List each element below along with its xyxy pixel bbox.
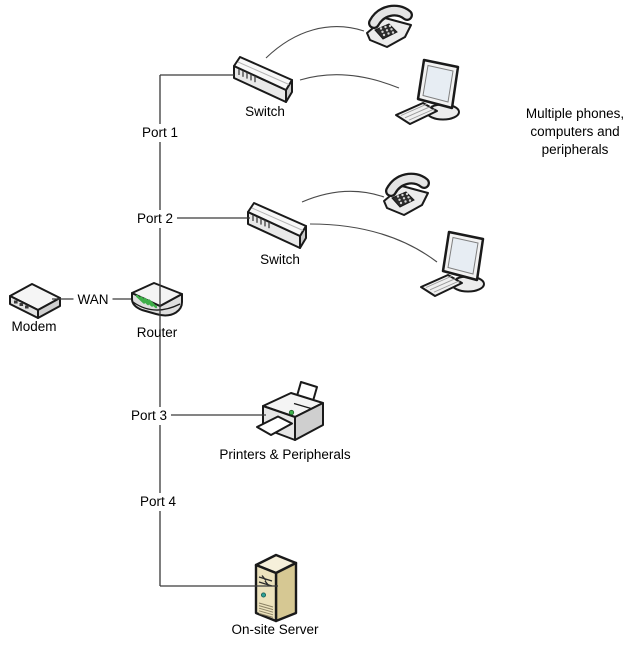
port3-label: Port 3	[126, 407, 172, 425]
link-switchtop-computer	[299, 74, 400, 89]
desk-phone-icon-mid	[383, 172, 430, 216]
port4-label: Port 4	[135, 493, 181, 511]
link-switchmid-computer	[309, 223, 438, 263]
modem-icon	[9, 283, 61, 319]
modem-label: Modem	[11, 319, 57, 334]
server-label: On-site Server	[231, 622, 319, 637]
network-switch-icon-mid	[247, 202, 307, 249]
link-switchmid-phone	[301, 190, 385, 203]
printer-icon	[256, 381, 324, 441]
router-icon	[131, 282, 183, 317]
wan-label: WAN	[73, 291, 113, 309]
server-tower-icon	[254, 553, 298, 623]
desk-phone-icon-top	[366, 4, 413, 48]
network-switch-icon-top	[233, 56, 293, 103]
switch-mid-label: Switch	[260, 252, 300, 267]
switch-top-label: Switch	[245, 104, 285, 119]
printer-group-label: Printers & Peripherals	[219, 447, 351, 462]
port1-label: Port 1	[137, 124, 183, 142]
annotation-text: Multiple phones, computers and periphera…	[525, 106, 625, 158]
link-switchtop-phone	[265, 26, 365, 59]
desktop-computer-icon-mid	[420, 230, 485, 297]
port2-label: Port 2	[132, 210, 178, 228]
router-label: Router	[136, 325, 178, 340]
desktop-computer-icon-top	[395, 58, 460, 125]
